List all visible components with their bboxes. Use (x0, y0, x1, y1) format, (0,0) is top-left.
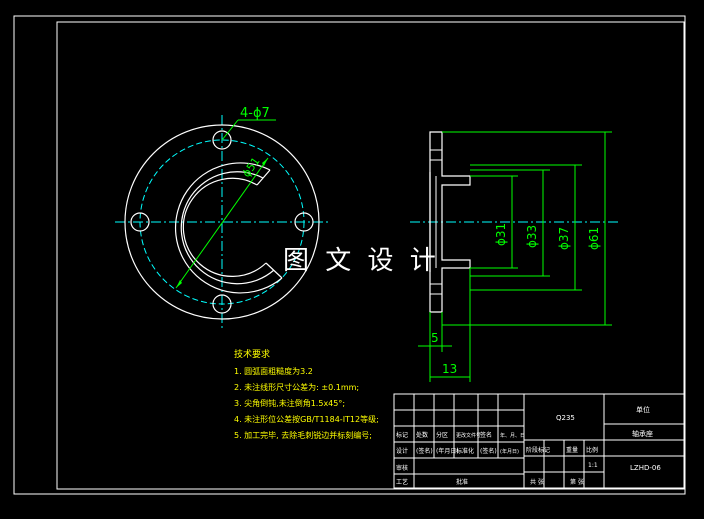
tb-row-header-2: 分区 (436, 431, 448, 439)
tb-row2-header-5: (年月日) (500, 448, 519, 455)
dim-37-text: ϕ37 (557, 227, 571, 250)
hole-callout-text: 4-ϕ7 (240, 106, 270, 121)
note-item-5: 5. 加工完毕, 去除毛刺锐边并标刻编号; (234, 430, 372, 440)
note-item-4: 4. 未注形位公差按GB/T1184-IT12等级; (234, 414, 379, 424)
tb-bottom-2: 批准 (456, 478, 468, 486)
bolt-hole-bottom (212, 294, 232, 314)
drawing-frame (56, 21, 685, 490)
dim-5-text: 5 (431, 331, 439, 345)
bolt-hole-top (212, 130, 232, 150)
dim-33-text: ϕ33 (525, 225, 539, 248)
tb-unit: 单位 (636, 405, 650, 414)
tb-row2-header-2: (年月日) (436, 447, 459, 455)
bore-outer-arc (174, 162, 283, 294)
tb-row-header-1: 处数 (416, 431, 428, 439)
watermark-text: 图 文 设 计 (283, 246, 440, 276)
tb-bottom-1: 工艺 (396, 478, 408, 486)
note-item-2: 2. 未注线形尺寸公差为: ±0.1mm; (234, 382, 359, 392)
tb-material: Q235 (556, 414, 575, 422)
dimension-arrow (262, 158, 268, 166)
tb-row-header-0: 标记 (396, 431, 408, 439)
tb-bottom-4: 第 张 (570, 478, 584, 486)
bore-middle-arc (180, 171, 275, 285)
bore-inner-arc (182, 177, 267, 277)
diameter-dimensions: ϕ31 ϕ33 ϕ37 ϕ61 (442, 131, 612, 326)
tb-row-header-5: 年、月、日 (500, 432, 525, 439)
tb-row2-header-4: (签名) (480, 447, 497, 455)
tb-mid-header-2: 比例 (586, 446, 598, 454)
tb-row2-header-1: (签名) (416, 447, 433, 455)
front-view: ϕ51 4-ϕ7 (115, 106, 330, 330)
bolt-circle-dimension-line (175, 157, 269, 289)
dim-13-text: 13 (442, 362, 457, 376)
dimension-arrow (176, 280, 182, 288)
bolt-circle (139, 139, 305, 305)
title-block-text: 标记 处数 分区 更改文件号 签名 年、月、日 设计 (签名) (年月日) 标准… (396, 405, 661, 486)
title-block-border (393, 393, 685, 489)
sheet-border (13, 15, 686, 495)
tb-scale: 1:1 (588, 462, 598, 469)
tb-bottom-3: 共 张 (530, 478, 544, 486)
tb-bottom-0: 审核 (396, 464, 408, 472)
dim-31-text: ϕ31 (494, 223, 508, 246)
bore-end-line (256, 169, 271, 186)
tb-row2-header-3: 标准化 (456, 447, 474, 455)
tb-row-header-3: 更改文件号 (456, 432, 481, 439)
tb-mid-header-1: 重量 (566, 446, 578, 454)
tb-row2-header-0: 设计 (396, 447, 408, 455)
note-item-3: 3. 尖角倒钝,未注倒角1.5x45°; (234, 398, 345, 408)
note-item-1: 1. 圆弧面粗糙度为3.2 (234, 366, 313, 376)
hole-leader-line (221, 119, 239, 141)
technical-notes: 技术要求 1. 圆弧面粗糙度为3.2 2. 未注线形尺寸公差为: ±0.1mm;… (234, 348, 379, 440)
tb-row-header-4: 签名 (480, 431, 492, 439)
tb-part-name: 轴承座 (632, 429, 653, 438)
flange-outer-circle (124, 124, 320, 320)
side-view: ϕ31 ϕ33 ϕ37 ϕ61 5 13 (410, 131, 620, 382)
dim-61-text: ϕ61 (587, 227, 601, 250)
bolt-hole-right (294, 212, 314, 232)
title-block (393, 393, 685, 489)
notes-title: 技术要求 (234, 348, 270, 360)
tb-mid-header-0: 阶段标记 (526, 446, 550, 454)
bolt-hole-left (130, 212, 150, 232)
tb-drawing-no: LZHD-06 (630, 464, 661, 472)
bore-end-line-2 (265, 262, 283, 279)
